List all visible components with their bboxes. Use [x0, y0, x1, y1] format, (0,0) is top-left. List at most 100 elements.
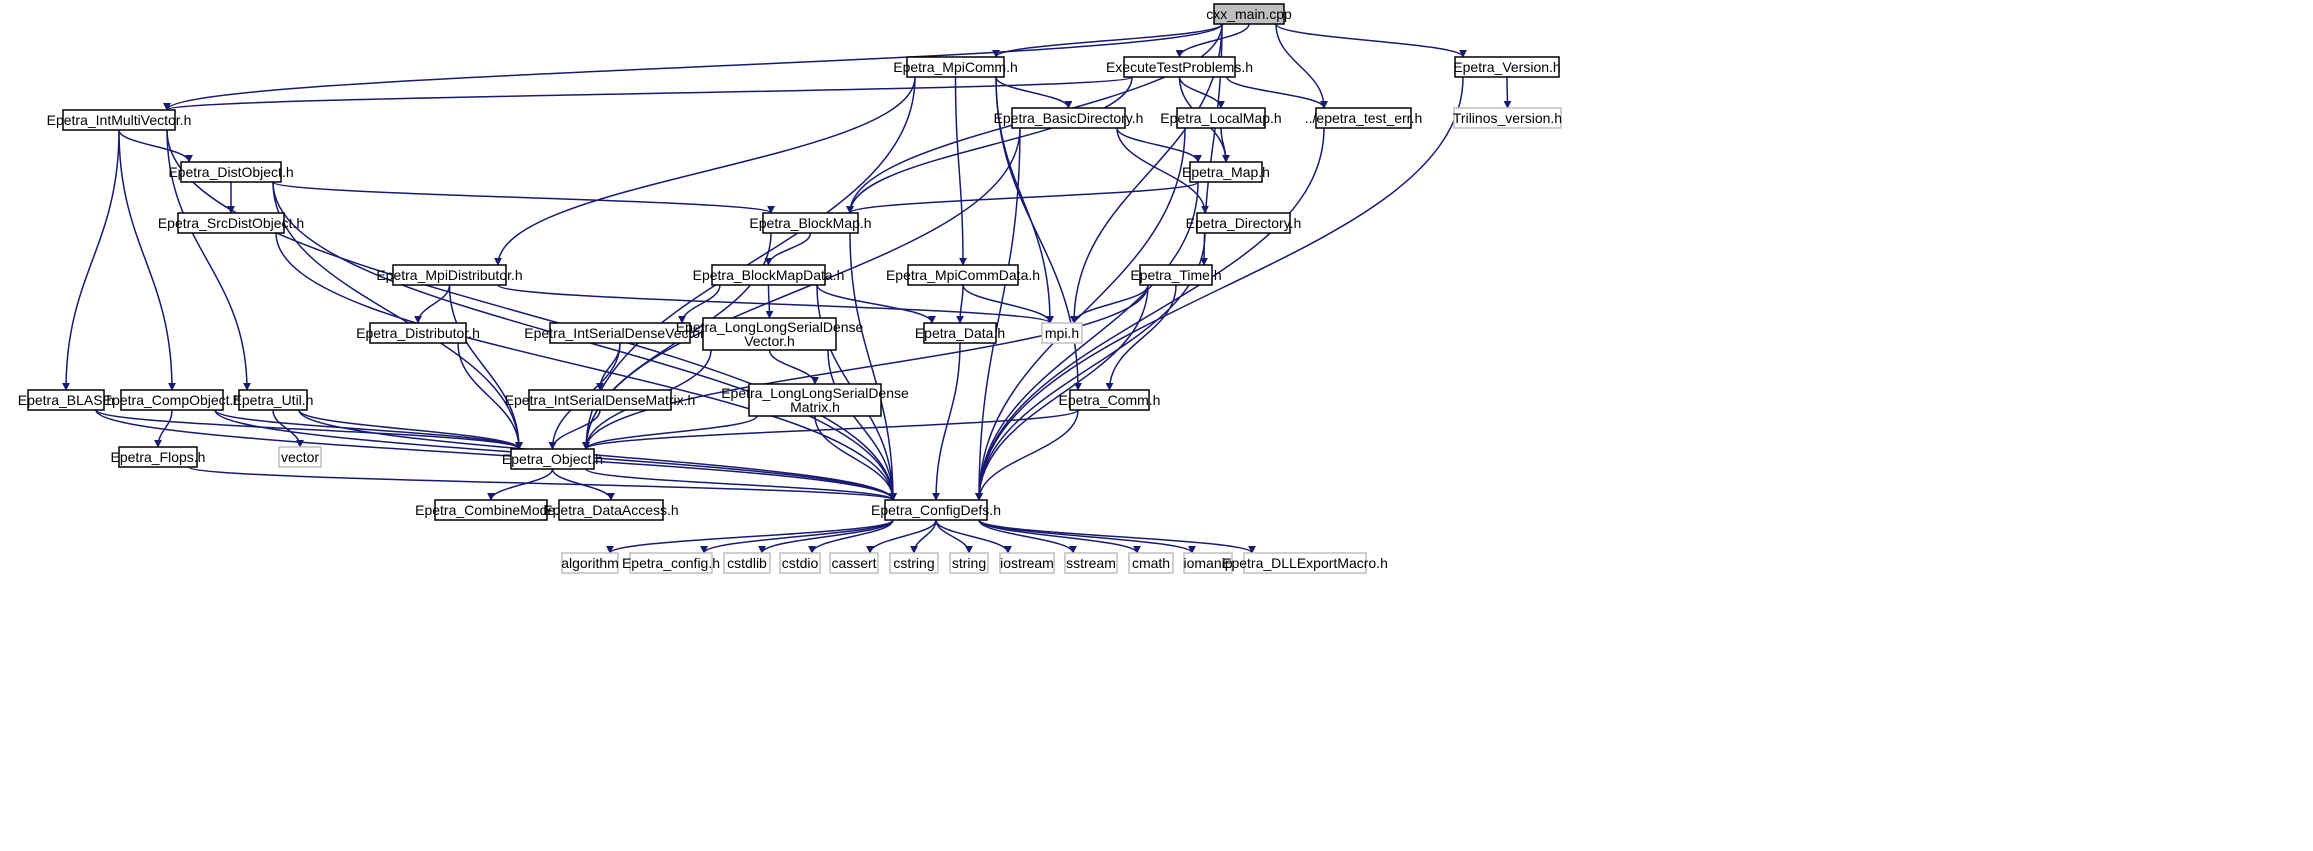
edge-map-to-blockmap	[846, 181, 1199, 214]
edge-path	[678, 284, 721, 324]
node-cxx_main[interactable]: cxx_main.cpp	[1206, 3, 1292, 25]
edge-llsdmatrix-to-object	[582, 415, 758, 450]
node-box	[177, 212, 285, 234]
edge-path	[272, 409, 304, 448]
node-box	[829, 552, 879, 574]
node-cstring[interactable]: cstring	[889, 552, 939, 574]
node-mpidistributor[interactable]: Epetra_MpiDistributor.h	[376, 264, 523, 286]
node-comm[interactable]: Epetra_Comm.h	[1059, 389, 1161, 411]
node-epetra_test_err[interactable]: ../epetra_test_err.h	[1305, 107, 1423, 129]
node-box	[711, 264, 826, 286]
node-algorithm[interactable]: algorithm	[561, 552, 619, 574]
node-box	[180, 161, 282, 183]
node-localmap[interactable]: Epetra_LocalMap.h	[1160, 107, 1282, 129]
node-distobject[interactable]: Epetra_DistObject.h	[168, 161, 294, 183]
node-cstdlib[interactable]: cstdlib	[723, 552, 771, 574]
edge-path	[1275, 23, 1328, 109]
node-label: iomanip	[1183, 555, 1232, 571]
node-string[interactable]: string	[949, 552, 989, 574]
edge-path	[582, 415, 758, 450]
edge-mpidistributor-to-mpi	[497, 284, 1054, 324]
edge-time-to-object	[582, 284, 1149, 450]
node-intserialdensematrix[interactable]: Epetra_IntSerialDenseMatrix.h	[505, 389, 696, 411]
node-dataaccess[interactable]: Epetra_DataAccess.h	[543, 499, 679, 521]
node-blas[interactable]: Epetra_BLAS.h	[18, 389, 115, 411]
node-box	[999, 552, 1055, 574]
edge-path	[272, 181, 523, 450]
node-box	[1064, 552, 1118, 574]
node-srcdistobject[interactable]: Epetra_SrcDistObject.h	[158, 212, 304, 234]
node-blockmap[interactable]: Epetra_BlockMap.h	[749, 212, 872, 234]
node-iomanip[interactable]: iomanip	[1183, 552, 1233, 574]
edge-blockmapdata-to-intserialdensevector	[678, 284, 721, 324]
node-label: Epetra_Data.h	[915, 325, 1005, 341]
edge-llsdvector-to-llsdmatrix	[768, 349, 819, 385]
node-sstream[interactable]: sstream	[1064, 552, 1118, 574]
node-box	[392, 264, 507, 286]
node-trilinos_version[interactable]: Trilinos_version.h	[1453, 107, 1562, 129]
edge-path	[954, 76, 967, 266]
edge-configdefs-to-cstdlib	[758, 519, 894, 554]
node-cassert[interactable]: cassert	[829, 552, 879, 574]
edge-llsdvector-to-configdefs	[827, 349, 897, 501]
edge-blas-to-object	[95, 409, 523, 450]
node-label: cstdlib	[727, 555, 767, 571]
node-label: cxx_main.cpp	[1206, 6, 1292, 22]
node-blockmapdata[interactable]: Epetra_BlockMapData.h	[693, 264, 845, 286]
edge-cxx_main-to-mpicomm	[992, 23, 1223, 58]
node-label: mpi.h	[1045, 325, 1079, 341]
edge-path	[606, 519, 894, 554]
node-box	[702, 317, 837, 351]
node-label: Epetra_BasicDirectory.h	[994, 110, 1144, 126]
node-label: Epetra_DataAccess.h	[543, 502, 678, 518]
node-map[interactable]: Epetra_Map.h	[1182, 161, 1270, 183]
node-compobject[interactable]: Epetra_CompObject.h	[103, 389, 242, 411]
node-intserialdensevector[interactable]: Epetra_IntSerialDenseVector.h	[524, 322, 716, 344]
node-configdefs[interactable]: Epetra_ConfigDefs.h	[871, 499, 1001, 521]
node-box	[906, 56, 1005, 78]
node-executetestproblems[interactable]: ExecuteTestProblems.h	[1106, 56, 1253, 78]
node-directory[interactable]: Epetra_Directory.h	[1186, 212, 1302, 234]
edge-configdefs-to-cstdio	[808, 519, 894, 554]
node-combinemode[interactable]: Epetra_CombineMode.h	[415, 499, 567, 521]
edge-compobject-to-flops	[154, 409, 173, 448]
edge-path	[846, 181, 1199, 214]
edge-epetra_test_err-to-configdefs	[975, 127, 1325, 501]
edge-path	[118, 129, 176, 391]
edge-path	[166, 129, 251, 391]
node-cstdio[interactable]: cstdio	[779, 552, 821, 574]
edge-path	[298, 409, 523, 450]
node-label: Epetra_Util.h	[233, 392, 314, 408]
node-ept_version[interactable]: Epetra_Version.h	[1453, 56, 1561, 78]
node-label: Epetra_BLAS.h	[18, 392, 115, 408]
node-distributor[interactable]: Epetra_Distributor.h	[356, 322, 480, 344]
edge-path	[1275, 23, 1467, 58]
node-mpi[interactable]: mpi.h	[1041, 322, 1083, 344]
node-intmultivector[interactable]: Epetra_IntMultiVector.h	[47, 109, 192, 131]
node-mpicomm[interactable]: Epetra_MpiComm.h	[893, 56, 1018, 78]
node-basicdirectory[interactable]: Epetra_BasicDirectory.h	[994, 107, 1144, 129]
node-label: Epetra_LongLongSerialDense	[721, 385, 909, 401]
node-label: Epetra_BlockMap.h	[749, 215, 871, 231]
edge-configdefs-to-epetra_config	[700, 519, 894, 554]
edge-path	[910, 519, 937, 554]
node-iostream[interactable]: iostream	[999, 552, 1055, 574]
edge-path	[978, 519, 1077, 554]
node-data[interactable]: Epetra_Data.h	[915, 322, 1005, 344]
node-label: vector	[281, 449, 319, 465]
node-epetra_config[interactable]: Epetra_config.h	[622, 552, 720, 574]
node-box	[1176, 107, 1266, 129]
node-util[interactable]: Epetra_Util.h	[233, 389, 314, 411]
node-dllexport[interactable]: Epetra_DLLExportMacro.h	[1222, 552, 1388, 574]
node-mpicommdata[interactable]: Epetra_MpiCommData.h	[886, 264, 1040, 286]
node-box	[1041, 322, 1083, 344]
node-label: cstdio	[782, 555, 819, 571]
node-cmath[interactable]: cmath	[1128, 552, 1174, 574]
node-time[interactable]: Epetra_Time.h	[1130, 264, 1222, 286]
node-vector[interactable]: vector	[278, 446, 322, 468]
node-object[interactable]: Epetra_Object.h	[502, 448, 603, 470]
node-flops[interactable]: Epetra_Flops.h	[111, 446, 206, 468]
edge-path	[700, 519, 894, 554]
